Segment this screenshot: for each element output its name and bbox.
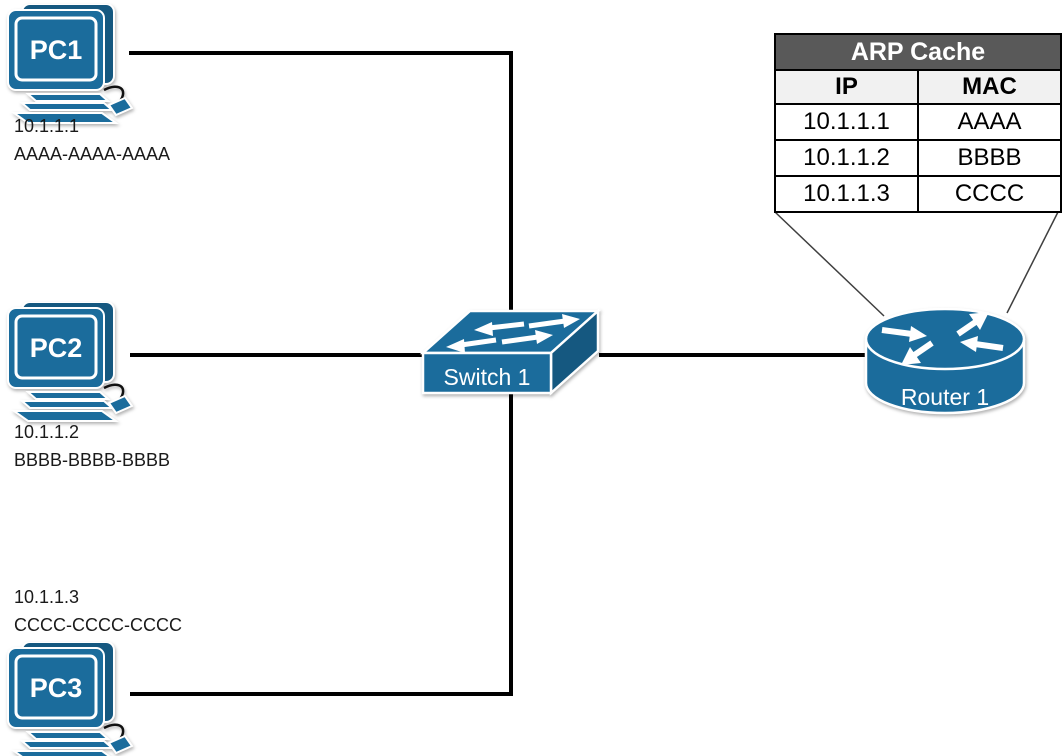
pc2-icon: PC2 <box>7 302 134 422</box>
arp-row-1: 10.1.1.1 AAAA <box>774 103 1062 141</box>
pc3-ip: 10.1.1.3 <box>14 587 80 607</box>
arp-row-1-mac: AAAA <box>917 103 1062 141</box>
pc3-mouse-cable-icon <box>103 723 125 740</box>
pc1-mouse-cable-icon <box>103 85 125 102</box>
pc2-mac: BBBB-BBBB-BBBB <box>14 450 171 470</box>
arp-row-3: 10.1.1.3 CCCC <box>774 175 1062 213</box>
pc2-mouse-icon <box>107 394 134 415</box>
arp-row-2-ip: 10.1.1.2 <box>774 139 919 177</box>
arp-col-mac: MAC <box>917 69 1062 105</box>
pc1-ip: 10.1.1.1 <box>14 116 80 136</box>
pc1-mouse-icon <box>107 96 134 117</box>
pc1-label: PC1 <box>30 35 83 65</box>
pc3-labels: 10.1.1.3 CCCC-CCCC-CCCC <box>14 583 182 639</box>
pc2-mouse-cable-icon <box>103 383 125 400</box>
pc3-mac: CCCC-CCCC-CCCC <box>14 615 182 635</box>
arp-row-1-ip: 10.1.1.1 <box>774 103 919 141</box>
router1-icon: Router 1 <box>864 307 1026 415</box>
arp-col-ip: IP <box>774 69 919 105</box>
arp-cache-title: ARP Cache <box>774 33 1062 71</box>
pc2-ip: 10.1.1.2 <box>14 422 80 442</box>
arp-cache-callout: ARP Cache IP MAC 10.1.1.1 AAAA 10.1.1.2 … <box>774 33 1062 213</box>
switch-arrows-icon <box>446 314 580 353</box>
pc1-mac: AAAA-AAAA-AAAA <box>14 144 171 164</box>
pc3-label: PC3 <box>30 673 83 703</box>
pc3-icon: PC3 <box>7 642 134 756</box>
switch1-label: Switch 1 <box>444 364 531 390</box>
pc1-icon: PC1 <box>7 4 134 124</box>
arp-row-2: 10.1.1.2 BBBB <box>774 139 1062 177</box>
router1-label: Router 1 <box>901 384 989 410</box>
callout-line-left <box>774 211 885 317</box>
arp-cache-table: ARP Cache IP MAC 10.1.1.1 AAAA 10.1.1.2 … <box>774 33 1062 213</box>
pc2-labels: 10.1.1.2 BBBB-BBBB-BBBB <box>14 418 170 474</box>
pc1-labels: 10.1.1.1 AAAA-AAAA-AAAA <box>14 112 170 168</box>
router-arrows-icon <box>881 312 1004 365</box>
arp-row-3-ip: 10.1.1.3 <box>774 175 919 213</box>
pc2-label: PC2 <box>30 333 83 363</box>
callout-line-right <box>1006 211 1059 314</box>
switch1-icon: Switch 1 <box>419 308 602 396</box>
arp-row-2-mac: BBBB <box>917 139 1062 177</box>
arp-row-3-mac: CCCC <box>917 175 1062 213</box>
pc3-mouse-icon <box>107 734 134 755</box>
